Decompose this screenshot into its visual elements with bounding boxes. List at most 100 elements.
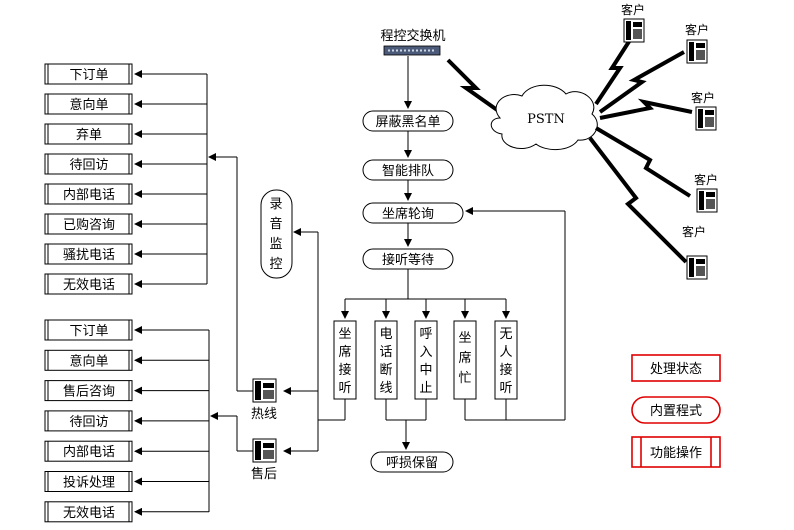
state-item: 无效电话 [44, 501, 209, 523]
state-label: 已购咨询 [63, 217, 115, 233]
state-label: 待回访 [69, 415, 108, 430]
state-item: 意向单 [44, 349, 209, 371]
svg-text:处理状态: 处理状态 [650, 362, 702, 377]
queue-step: 智能排队 [362, 159, 454, 181]
poll-step: 坐席轮询 [362, 202, 464, 224]
state-item: 内部电话 [44, 183, 207, 205]
blacklist-step: 屏蔽黑名单 [362, 110, 454, 132]
outcome-agent-busy: 坐席忙 [453, 320, 477, 400]
state-box [44, 319, 133, 341]
state-label: 内部电话 [63, 444, 115, 460]
state-item: 已购咨询 [44, 213, 207, 235]
customer-label: 客户 [691, 90, 715, 105]
pbx-switch-icon [383, 45, 441, 56]
customer-label: 客户 [682, 224, 706, 239]
customer-1: 客户 [621, 2, 645, 43]
state-item: 内部电话 [44, 440, 209, 462]
state-box [44, 243, 133, 265]
state-item: 下订单 [44, 319, 209, 341]
state-label: 售后咨询 [63, 384, 115, 400]
pstn-cloud: PSTN [490, 84, 598, 150]
state-label: 意向单 [69, 353, 108, 369]
hotline-phone: 热线 [251, 378, 277, 422]
state-box [44, 123, 133, 145]
hotline-label: 热线 [251, 407, 277, 422]
state-box [44, 349, 133, 371]
svg-text:坐席忙: 坐席忙 [458, 331, 471, 386]
state-label: 内部电话 [63, 187, 115, 203]
state-item: 意向单 [44, 93, 207, 115]
legend-builtin: 内置程式 [631, 396, 721, 424]
aftersales-phone: 售后 [251, 438, 277, 482]
legend-action: 功能操作 [631, 436, 721, 468]
state-label: 无效电话 [63, 506, 115, 521]
svg-text:屏蔽黑名单: 屏蔽黑名单 [375, 114, 440, 130]
state-box [44, 93, 133, 115]
outcome-agent-answer: 坐席接听 [333, 320, 357, 400]
state-label: 下订单 [69, 68, 108, 83]
state-item: 骚扰电话 [44, 243, 207, 265]
state-box [44, 471, 133, 492]
svg-text:坐席轮询: 坐席轮询 [382, 206, 434, 222]
telephone-icon [686, 39, 708, 64]
state-box [44, 183, 133, 205]
svg-text:功能操作: 功能操作 [650, 445, 702, 461]
recording-monitor: 录音监控 [260, 189, 293, 279]
state-box [44, 380, 133, 402]
aftersales-label: 售后 [251, 466, 277, 482]
state-box [44, 153, 133, 175]
state-box [44, 213, 133, 235]
customer-label: 客户 [621, 2, 645, 17]
legend: 处理状态 内置程式 功能操作 [631, 354, 721, 468]
svg-text:录音监控: 录音监控 [269, 197, 282, 272]
outcome-disconnected: 电话断线 [374, 320, 398, 400]
svg-text:无人接听: 无人接听 [499, 327, 512, 396]
hold-step: 呼损保留 [370, 451, 454, 473]
customer-label: 客户 [694, 172, 718, 187]
wait-step: 接听等待 [362, 248, 454, 270]
svg-text:呼入中止: 呼入中止 [419, 327, 432, 396]
state-item: 投诉处理 [44, 471, 209, 492]
customer-4: 客户 [694, 172, 718, 213]
outcome-no-answer: 无人接听 [494, 320, 518, 400]
customer-3: 客户 [691, 90, 717, 131]
svg-text:智能排队: 智能排队 [382, 164, 434, 179]
pstn-label: PSTN [527, 112, 565, 127]
state-label: 弃单 [76, 128, 102, 143]
state-item: 下订单 [44, 63, 207, 85]
state-label: 投诉处理 [63, 475, 115, 491]
state-label: 骚扰电话 [63, 248, 115, 263]
state-item: 待回访 [44, 410, 209, 432]
switch-pstn-link [446, 58, 502, 114]
state-item: 售后咨询 [44, 380, 209, 402]
state-label: 意向单 [69, 97, 108, 113]
svg-text:接听等待: 接听等待 [382, 252, 434, 268]
outcome-call-aborted: 呼入中止 [414, 320, 438, 400]
customer-label: 客户 [685, 22, 709, 37]
telephone-icon [252, 378, 277, 403]
customer-2: 客户 [685, 22, 709, 64]
telephone-icon [695, 106, 717, 131]
state-item: 无效电话 [44, 273, 207, 295]
telephone-icon [696, 188, 718, 213]
state-box [44, 501, 133, 523]
state-box [44, 273, 133, 295]
state-item: 待回访 [44, 153, 207, 175]
state-box [44, 63, 133, 85]
pstn-customer-links [588, 38, 693, 264]
telephone-icon [252, 438, 277, 463]
state-box [44, 440, 133, 462]
legend-state: 处理状态 [631, 354, 721, 382]
svg-text:呼损保留: 呼损保留 [386, 456, 438, 471]
state-box [44, 410, 133, 432]
state-label: 待回访 [69, 158, 108, 173]
telephone-icon [623, 18, 645, 43]
state-label: 下订单 [69, 324, 108, 339]
state-item: 弃单 [44, 123, 207, 145]
customer-5: 客户 [682, 224, 708, 280]
svg-text:电话断线: 电话断线 [379, 327, 392, 396]
telephone-icon [686, 255, 708, 280]
